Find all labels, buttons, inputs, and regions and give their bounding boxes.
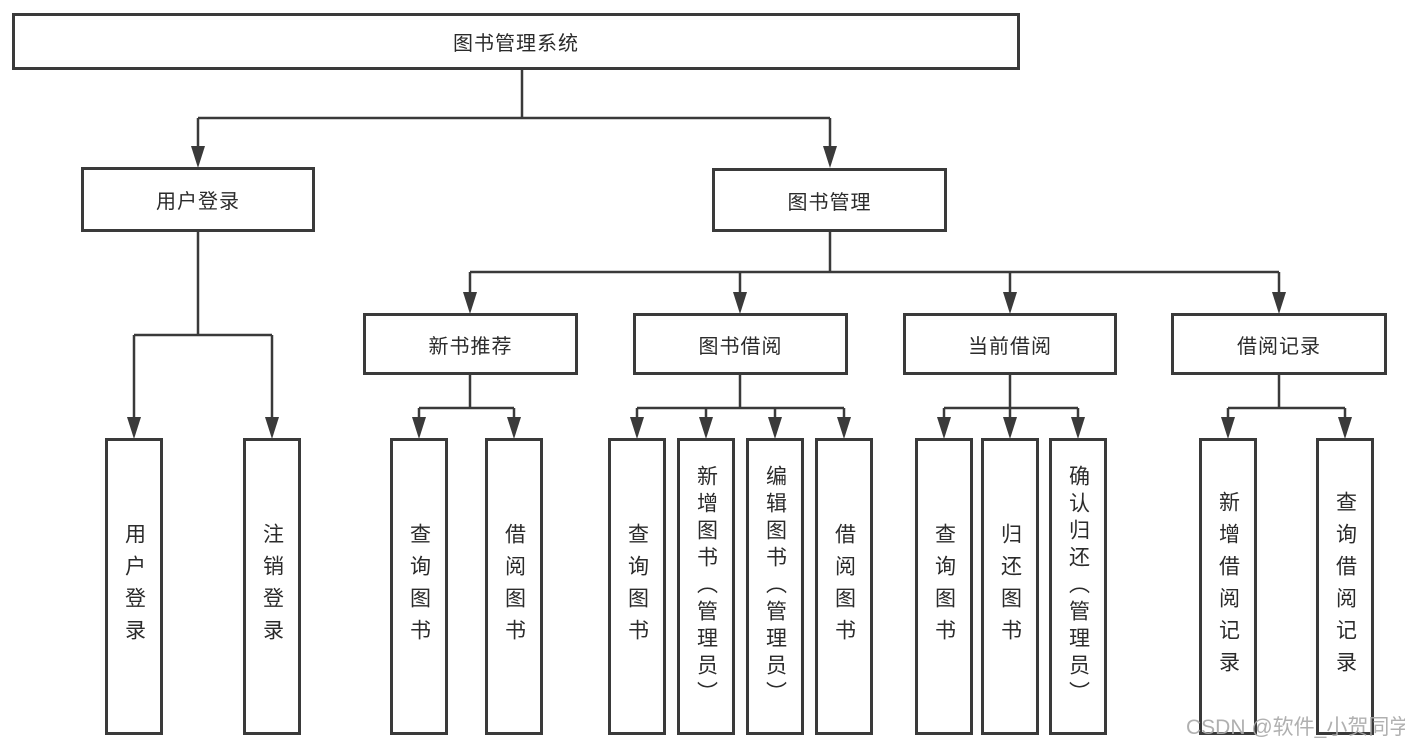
connector-root-to-level2 xyxy=(196,70,832,152)
watermark: CSDN @软件_小贺同学 xyxy=(1186,716,1405,739)
arrowhead-icon xyxy=(507,417,521,439)
node-new-book-recommendation: 新书推荐 xyxy=(363,313,578,375)
arrowhead-icon xyxy=(1221,417,1235,439)
node-book-borrowing: 图书借阅 xyxy=(633,313,848,375)
connector-user-login-to-leaves xyxy=(132,232,274,422)
arrowhead-icon xyxy=(412,417,426,439)
leaf-query-books-current: 查询图书 xyxy=(915,438,973,735)
arrowhead-icon xyxy=(463,292,477,314)
arrowhead-icon xyxy=(768,417,782,439)
leaf-query-books-borrowing: 查询图书 xyxy=(608,438,666,735)
leaf-query-books-recommend: 查询图书 xyxy=(390,438,448,735)
node-borrowing-records: 借阅记录 xyxy=(1171,313,1387,375)
arrowhead-icon xyxy=(1003,292,1017,314)
arrowhead-icon xyxy=(937,417,951,439)
arrowhead-icon xyxy=(1272,292,1286,314)
leaf-add-book-admin: 新增图书（管理员） xyxy=(677,438,735,735)
leaf-edit-book-admin: 编辑图书（管理员） xyxy=(746,438,804,735)
arrowhead-icon xyxy=(699,417,713,439)
arrowhead-icon xyxy=(191,146,205,168)
connector-new-book-recommendation-to-leaves xyxy=(417,375,516,422)
leaf-logout: 注销登录 xyxy=(243,438,301,735)
node-current-borrowing: 当前借阅 xyxy=(903,313,1117,375)
arrowhead-icon xyxy=(1003,417,1017,439)
arrowhead-icon xyxy=(265,417,279,439)
arrowhead-icon xyxy=(1338,417,1352,439)
leaf-user-login: 用户登录 xyxy=(105,438,163,735)
leaf-borrow-books-borrowing: 借阅图书 xyxy=(815,438,873,735)
arrowhead-icon xyxy=(837,417,851,439)
node-user-login: 用户登录 xyxy=(81,167,315,232)
arrowhead-icon xyxy=(1071,417,1085,439)
leaf-query-borrow-record: 查询借阅记录 xyxy=(1316,438,1374,735)
leaf-add-borrow-record: 新增借阅记录 xyxy=(1199,438,1257,735)
connector-book-management-to-level3 xyxy=(468,232,1281,298)
arrowhead-icon xyxy=(630,417,644,439)
arrowhead-icon xyxy=(127,417,141,439)
arrowhead-layer xyxy=(127,146,1352,439)
connector-current-borrowing-to-leaves xyxy=(942,375,1080,422)
arrowhead-icon xyxy=(733,292,747,314)
node-root: 图书管理系统 xyxy=(12,13,1020,70)
arrowhead-icon xyxy=(823,146,837,168)
connector-lines xyxy=(132,70,1347,422)
node-book-management: 图书管理 xyxy=(712,168,947,232)
leaf-return-books: 归还图书 xyxy=(981,438,1039,735)
connector-borrowing-records-to-leaves xyxy=(1226,375,1347,422)
leaf-confirm-return-admin: 确认归还（管理员） xyxy=(1049,438,1107,735)
connector-book-borrowing-to-leaves xyxy=(635,375,846,422)
leaf-borrow-books-recommend: 借阅图书 xyxy=(485,438,543,735)
